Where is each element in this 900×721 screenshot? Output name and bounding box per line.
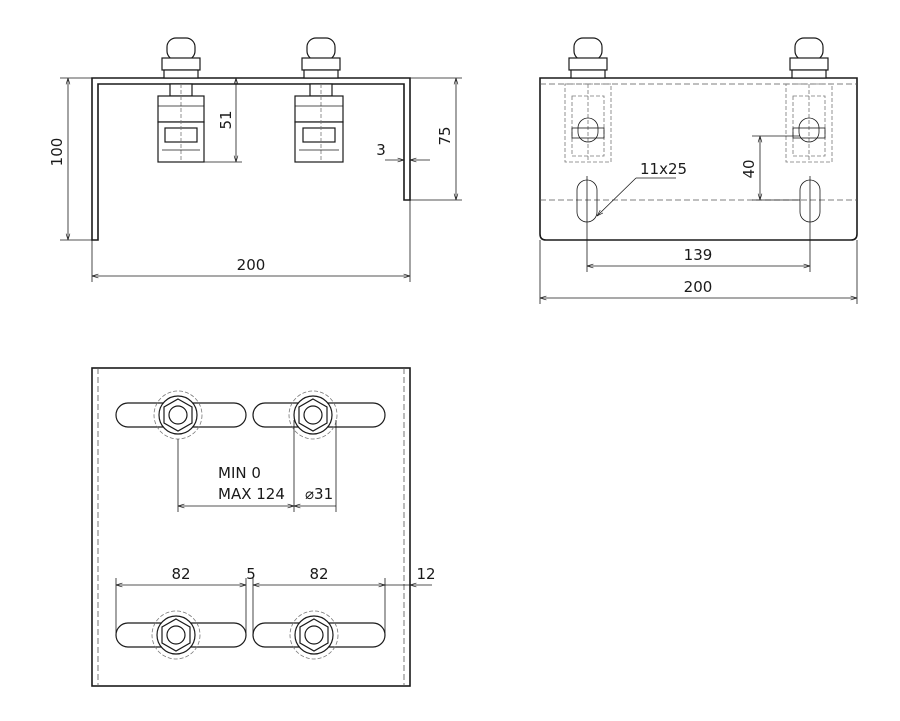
side-plate [539,77,858,241]
dim-slot-spacing-139: 139 [586,226,811,272]
gap-text: 5 [246,565,256,583]
side-wheel-right [785,37,833,226]
dim-text-200-front: 200 [237,256,266,274]
dim-text-100: 100 [48,138,66,167]
nut-bottom-left [151,610,201,660]
front-view: 100 51 75 3 200 [48,37,462,282]
nut-top-right [288,390,338,440]
dim-slot-40: 40 [740,135,800,201]
dim-slot-lengths: 82 5 82 12 [115,565,436,635]
top-view: MIN 0 MAX 124 ⌀31 82 5 82 12 [91,367,436,687]
dim-adjustment: MIN 0 MAX 124 ⌀31 [177,420,337,512]
dim-side-75: 75 [410,77,462,201]
dim-text-51: 51 [217,110,235,129]
side-view: 11x25 40 139 200 [539,37,858,304]
nut-top-left [153,390,203,440]
edge-offset-text: 12 [416,565,435,583]
dim-width-200-front: 200 [91,200,411,282]
adjust-max-text: MAX 124 [218,485,285,503]
slot-length-left-text: 82 [171,565,190,583]
side-wheel-left [564,37,612,226]
slot-length-right-text: 82 [309,565,328,583]
dim-text-139: 139 [684,246,713,264]
dim-height-100: 100 [48,77,92,241]
top-plate [91,367,411,687]
slot-size-callout: 11x25 [597,160,687,216]
slot-size-text: 11x25 [640,160,687,178]
dim-thickness-3: 3 [376,141,430,160]
dim-width-200-side: 200 [539,240,858,304]
dim-text-75: 75 [436,126,454,145]
dim-text-3: 3 [376,141,386,159]
bracket-profile [91,77,411,241]
dim-text-200-side: 200 [684,278,713,296]
dim-stud-51: 51 [204,77,242,163]
dim-text-40: 40 [740,159,758,178]
nut-bottom-right [289,610,339,660]
wheel-assembly-left [157,37,205,163]
adjust-min-text: MIN 0 [218,464,261,482]
wheel-diameter-text: ⌀31 [305,485,333,503]
wheel-assembly-right [294,37,344,163]
